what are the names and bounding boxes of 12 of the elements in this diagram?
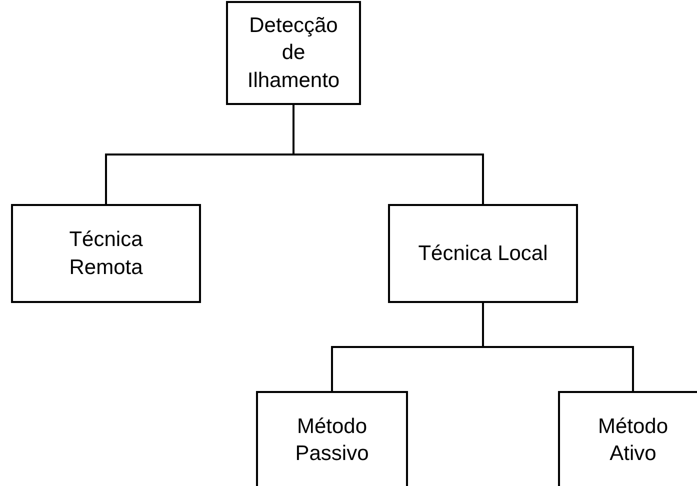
process-box xyxy=(256,391,408,486)
node-label: Método Ativo xyxy=(596,414,670,467)
node-label: Método Passivo xyxy=(294,414,370,467)
node-label: Técnica Remota xyxy=(68,227,144,280)
process-box xyxy=(226,1,361,105)
node-label: Detecção de Ilhamento xyxy=(246,13,341,94)
process-box xyxy=(558,391,697,486)
connector-line xyxy=(292,105,484,204)
process-box xyxy=(388,204,578,303)
connector-line xyxy=(482,303,634,391)
node-label: Técnica Local xyxy=(418,240,548,267)
process-box xyxy=(11,204,201,303)
